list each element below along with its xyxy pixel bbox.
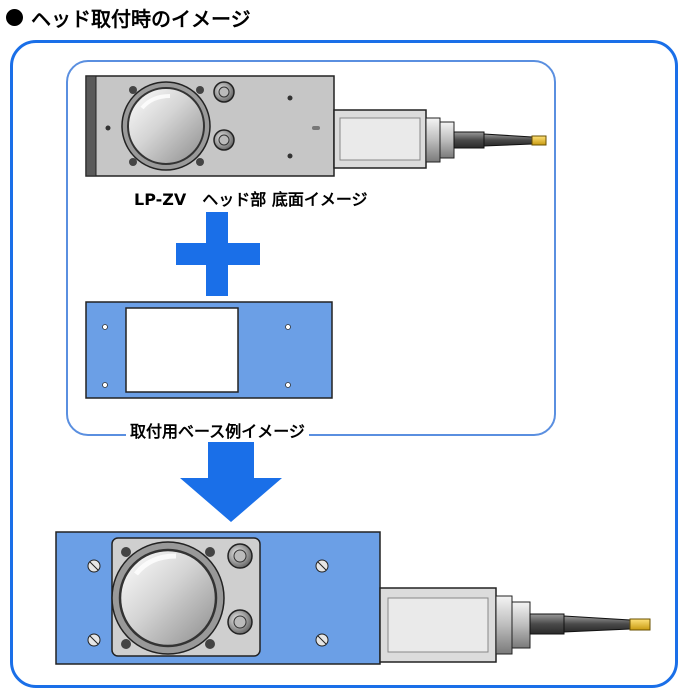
mount-base-caption: 取付用ベース例イメージ [126, 418, 309, 442]
title-text: ヘッド取付時のイメージ [31, 6, 251, 31]
page-title: ヘッド取付時のイメージ [6, 2, 251, 32]
inner-frame [66, 60, 556, 436]
assembled-view [55, 531, 651, 665]
arrow-down-icon [180, 440, 282, 522]
head-bottom-caption: LP-ZV ヘッド部 底面イメージ [130, 186, 372, 210]
plus-icon [176, 212, 260, 296]
outer-frame [10, 40, 678, 688]
bullet-icon [6, 8, 23, 26]
mount-base-view [85, 301, 333, 399]
head-bottom-view [85, 75, 547, 177]
